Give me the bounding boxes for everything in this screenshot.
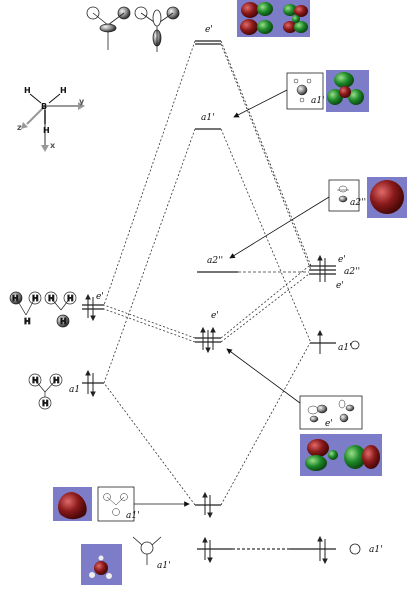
orbital-image-a1-low: a1': [53, 486, 140, 522]
label-a1-bottom-left: a1': [157, 561, 171, 571]
atom-h-7: H: [48, 294, 55, 303]
label-a1-ligand: a1: [69, 385, 80, 395]
label-a1-upper: a1': [201, 113, 215, 123]
atom-h-6: H: [24, 317, 31, 326]
atom-h-3: H: [43, 126, 50, 135]
inset-e: e': [299, 395, 382, 476]
atom-h-2: H: [60, 86, 67, 95]
label-b-a2-right: a2'': [344, 267, 360, 277]
atom-h-5: H: [32, 294, 39, 303]
boron-s-orbital-sketch: [349, 543, 361, 555]
label-e-top: e': [205, 25, 213, 35]
inset-e-label: e': [325, 419, 333, 429]
atom-h-11: H: [53, 376, 60, 385]
atom-h-9: H: [60, 317, 67, 326]
atom-h-10: H: [32, 376, 39, 385]
atom-h-4: H: [12, 294, 19, 303]
axes-diagram: y z x B H H H: [17, 86, 85, 152]
axis-y-label: y: [79, 97, 85, 106]
atom-h-1: H: [24, 86, 31, 95]
inset-a1-bottom-label: a1': [126, 511, 140, 521]
label-b-e-right-lower: e': [336, 281, 344, 291]
atom-h-8: H: [67, 294, 74, 303]
h3-fragment-a1: H H H: [28, 373, 63, 410]
boron-ao-levels: [290, 265, 336, 550]
p-orbital-sketches-top: [86, 6, 180, 52]
label-b-a1-right: a1': [338, 343, 352, 353]
label-a2-mid: a2'': [207, 256, 223, 266]
label-e-ligand: e': [96, 292, 104, 302]
arrow-a2: [229, 196, 330, 259]
label-e-bonding: e': [211, 311, 219, 321]
electron-arrows: [85, 254, 328, 565]
label-a1-bottom-right: a1': [369, 545, 383, 555]
atom-h-12: H: [42, 399, 49, 408]
inset-a1-label: a1': [311, 96, 325, 106]
inset-a1-upper: a1': [286, 70, 369, 112]
axis-x-label: x: [50, 141, 56, 150]
orbital-image-a1-bottom: [81, 536, 162, 585]
inset-a2: a2'': [328, 177, 407, 218]
atom-b: B: [41, 102, 47, 111]
h3-fragment-e: H H H H H H: [9, 291, 77, 328]
arrow-a1: [233, 89, 288, 118]
orbital-image-e-top: [237, 0, 310, 37]
arrow-e: [226, 348, 301, 404]
label-b-e-right: e': [338, 255, 346, 265]
boron-s-orbital-sketch-upper: [350, 340, 360, 350]
inset-a2-label: a2'': [350, 198, 366, 208]
level-labels: e' a1' a2'' e' e' a1 a1' a1' e' a2'' e' …: [69, 25, 383, 571]
axis-z-label: z: [17, 123, 22, 132]
